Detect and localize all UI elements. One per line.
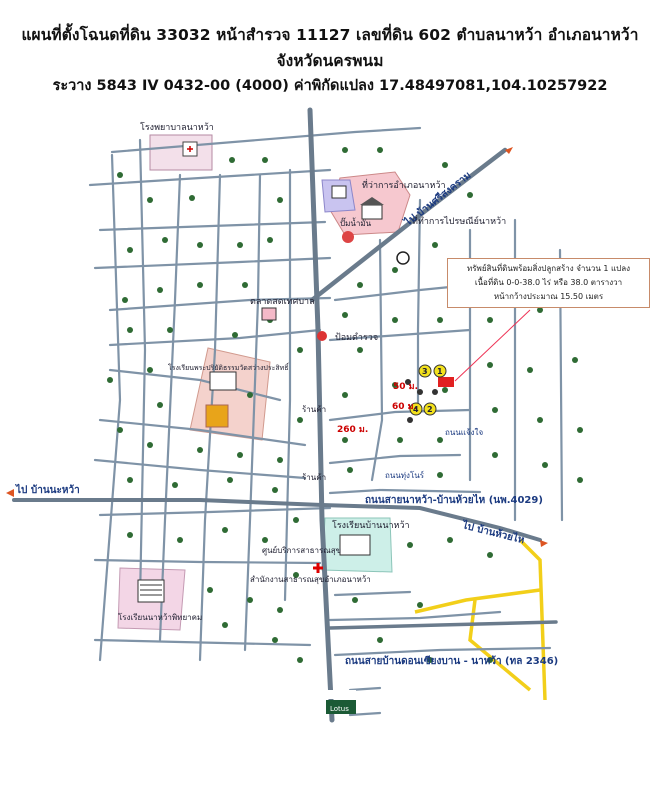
temple-icon (205, 404, 229, 428)
road-donsiang (328, 620, 558, 630)
hospital-label: โรงพยาบาลนาหว้า (140, 122, 214, 133)
tree-markers (107, 147, 583, 663)
police-label: ป้อมตำรวจ (335, 332, 378, 343)
tesco-logo (326, 690, 356, 699)
road-to-bannaphawa-label: ไป บ้านนะหว้า (15, 483, 80, 496)
lotus-label: Lotus (330, 705, 349, 713)
school-witthayakhom-icon (137, 579, 165, 603)
hospital-area (149, 134, 213, 171)
pin1-label: 1 (437, 367, 443, 376)
title-line-2: ระวาง 5843 IV 0432-00 (4000) ค่าพิกัดแปล… (52, 78, 608, 94)
callout-line-2: เนื้อที่ดิน 0-0-38.0 ไร่ หรือ 38.0 ตาราง… (474, 278, 623, 287)
gas-icon (342, 231, 354, 243)
property-callout: ทรัพย์สินที่ดินพร้อมสิ่งปลูกสร้าง จำนวน … (447, 258, 650, 308)
market-label: ตลาดสดเทศบาล (250, 297, 315, 307)
temple-school-label: โรงเรียนพระปริยัติธรรมวัดสว่างประสิทธิ์ (168, 362, 290, 372)
callout-leader-line (454, 309, 531, 382)
district-office-label: ที่ว่าการอำเภอนาหว้า (362, 178, 446, 191)
road-thung-label: ถนนทุ่งโนร์ (385, 470, 425, 480)
post-office-label: ที่ทำการไปรษณีย์นาหว้า (412, 214, 506, 227)
main-roads (12, 107, 558, 723)
school-witthayakhom-label: โรงเรียนนาหว้าพิทยาคม (118, 612, 202, 622)
yellow-roads (414, 538, 547, 701)
callout-line-1: ทรัพย์สินที่ดินพร้อมสิ่งปลูกสร้าง จำนวน … (466, 264, 631, 273)
pin-1 (433, 364, 447, 378)
direction-arrows (6, 147, 548, 547)
road-chaeng-label: ถนนแจ้งใจ (445, 428, 483, 437)
shop-label-mid: ร้านค้า (302, 473, 326, 482)
main-road-north-south (307, 107, 335, 723)
road-west-east (12, 498, 542, 542)
district-office-icon (361, 204, 383, 220)
dist-260-label: 260 ม. (337, 425, 368, 435)
lotus-logo (326, 700, 356, 714)
landmark-icons (137, 141, 410, 714)
road-to-sisongkhram (309, 147, 508, 303)
title-line-1: แผนที่ตั้งโฉนดที่ดิน 33032 หน้าสำรวจ 111… (21, 26, 639, 70)
pin4-label: 4 (413, 405, 419, 414)
health-cross-icon (313, 563, 323, 573)
market-icon (261, 307, 277, 321)
pin3-label: 3 (422, 367, 428, 376)
gas-label: ปั๊มน้ำมัน (340, 217, 372, 228)
post-office-icon (331, 185, 347, 199)
road-nawa-huaihai-label: ถนนสายนาหว้า-บ้านห้วยไห (นพ.4029) (365, 493, 543, 506)
road-donsiang-label: ถนนสายบ้านดอนเซียงบาน - นาหว้า (ทล 2346) (345, 655, 558, 667)
house-icon (396, 251, 410, 265)
property-location (405, 309, 531, 423)
dist-60-label: 60 ม. (392, 402, 417, 412)
health-center-label: ศูนย์บริการสาธารณสุข (262, 545, 341, 556)
pin-4 (409, 402, 423, 416)
dist-50-label: 50 ม. (393, 382, 418, 392)
temple-school-icon (209, 371, 237, 391)
police-icon (317, 331, 327, 341)
public-health-label: สำนักงานสาธารณสุขอำเภอนาหว้า (250, 575, 371, 584)
pin-2 (423, 402, 437, 416)
map-header: แผนที่ตั้งโฉนดที่ดิน 33032 หน้าสำรวจ 111… (0, 22, 660, 98)
shop-label-top: ร้านค้า (302, 405, 326, 414)
school-nawa-icon (339, 534, 371, 556)
school-nawa-label: โรงเรียนบ้านนาหว้า (332, 520, 410, 531)
callout-line-3: หน้ากว้างประมาณ 15.50 เมตร (493, 292, 604, 301)
pin-3 (418, 364, 432, 378)
pin2-label: 2 (427, 405, 433, 414)
